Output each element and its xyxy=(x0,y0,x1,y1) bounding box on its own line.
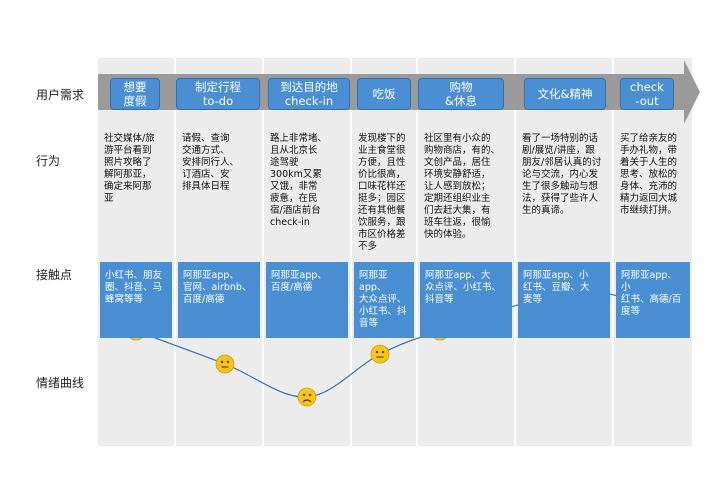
emotion-face-3 xyxy=(297,387,317,407)
stage-touchpoint-3: 阿那亚app、 百度/高德 xyxy=(266,262,348,338)
row-label-emotion: 情绪曲线 xyxy=(36,376,85,390)
emotion-face-2 xyxy=(215,354,235,374)
stage-behavior-5: 社区里有小众的 购物商店，有的、 文创产品，居住 环境安静舒适， 让人感到放松；… xyxy=(424,133,501,240)
stage-behavior-4: 发现楼下的 业主食堂很 方便，且性 价比很高， 口味花样还 挺多；园区 还有其他… xyxy=(358,133,406,252)
stage-column-5 xyxy=(418,58,514,446)
stage-need-1: 想要 度假 xyxy=(110,78,160,110)
stage-column-3 xyxy=(264,58,350,446)
stage-behavior-6: 看了一场特别的话 剧/展览/讲座，跟 朋友/邻居认真的讨 论与交流，内心发 生了… xyxy=(522,133,602,216)
row-label-touchpoints: 接触点 xyxy=(36,268,73,282)
stage-need-4: 吃饭 xyxy=(357,78,411,110)
stage-need-6: 文化&精神 xyxy=(524,78,606,110)
stage-behavior-7: 买了给亲友的 手办礼物，带 着关于人生的 思考、放松的 身体、充沛的 精力返回大… xyxy=(620,133,678,216)
stage-need-7: check -out xyxy=(620,78,674,110)
stage-column-4 xyxy=(352,58,416,446)
stage-behavior-3: 路上非常堵、 且从北京长 途驾驶 300km又累 又饿，非常 疲惫，在民 宿/酒… xyxy=(270,133,328,228)
stage-column-6 xyxy=(516,58,612,446)
stage-touchpoint-2: 阿那亚app、 官网、airbnb、 百度/高德 xyxy=(178,262,260,338)
stage-touchpoint-6: 阿那亚app、小 红书、豆瓣、大 麦等 xyxy=(518,262,610,338)
row-label-behavior: 行为 xyxy=(36,154,61,168)
stage-need-2: 制定行程 to-do xyxy=(176,78,260,110)
stage-touchpoint-5: 阿那亚app、大 众点评、小红书、 抖音等 xyxy=(420,262,512,338)
stage-behavior-1: 社交媒体/旅 游平台看到 照片攻略了 解阿那亚， 确定来阿那 亚 xyxy=(104,133,155,204)
stage-column-7 xyxy=(614,58,692,446)
emotion-face-4 xyxy=(370,344,390,364)
stage-touchpoint-7: 阿那亚app、小 红书、高德/百 度等 xyxy=(616,262,690,338)
stage-behavior-2: 请假、查询 交通方式、 安排同行人、 订酒店、安 排具体日程 xyxy=(182,133,240,192)
stage-need-5: 购物 &休息 xyxy=(418,78,504,110)
stage-column-1 xyxy=(98,58,174,446)
row-label-needs: 用户需求 xyxy=(36,88,85,102)
stage-touchpoint-4: 阿那亚app、 大众点评、 小红书、抖 音等 xyxy=(354,262,414,338)
stage-need-3: 到达目的地 check-in xyxy=(268,78,350,110)
stage-column-2 xyxy=(176,58,262,446)
stage-touchpoint-1: 小红书、朋友 圈、抖音、马 蜂窝等等 xyxy=(100,262,172,338)
